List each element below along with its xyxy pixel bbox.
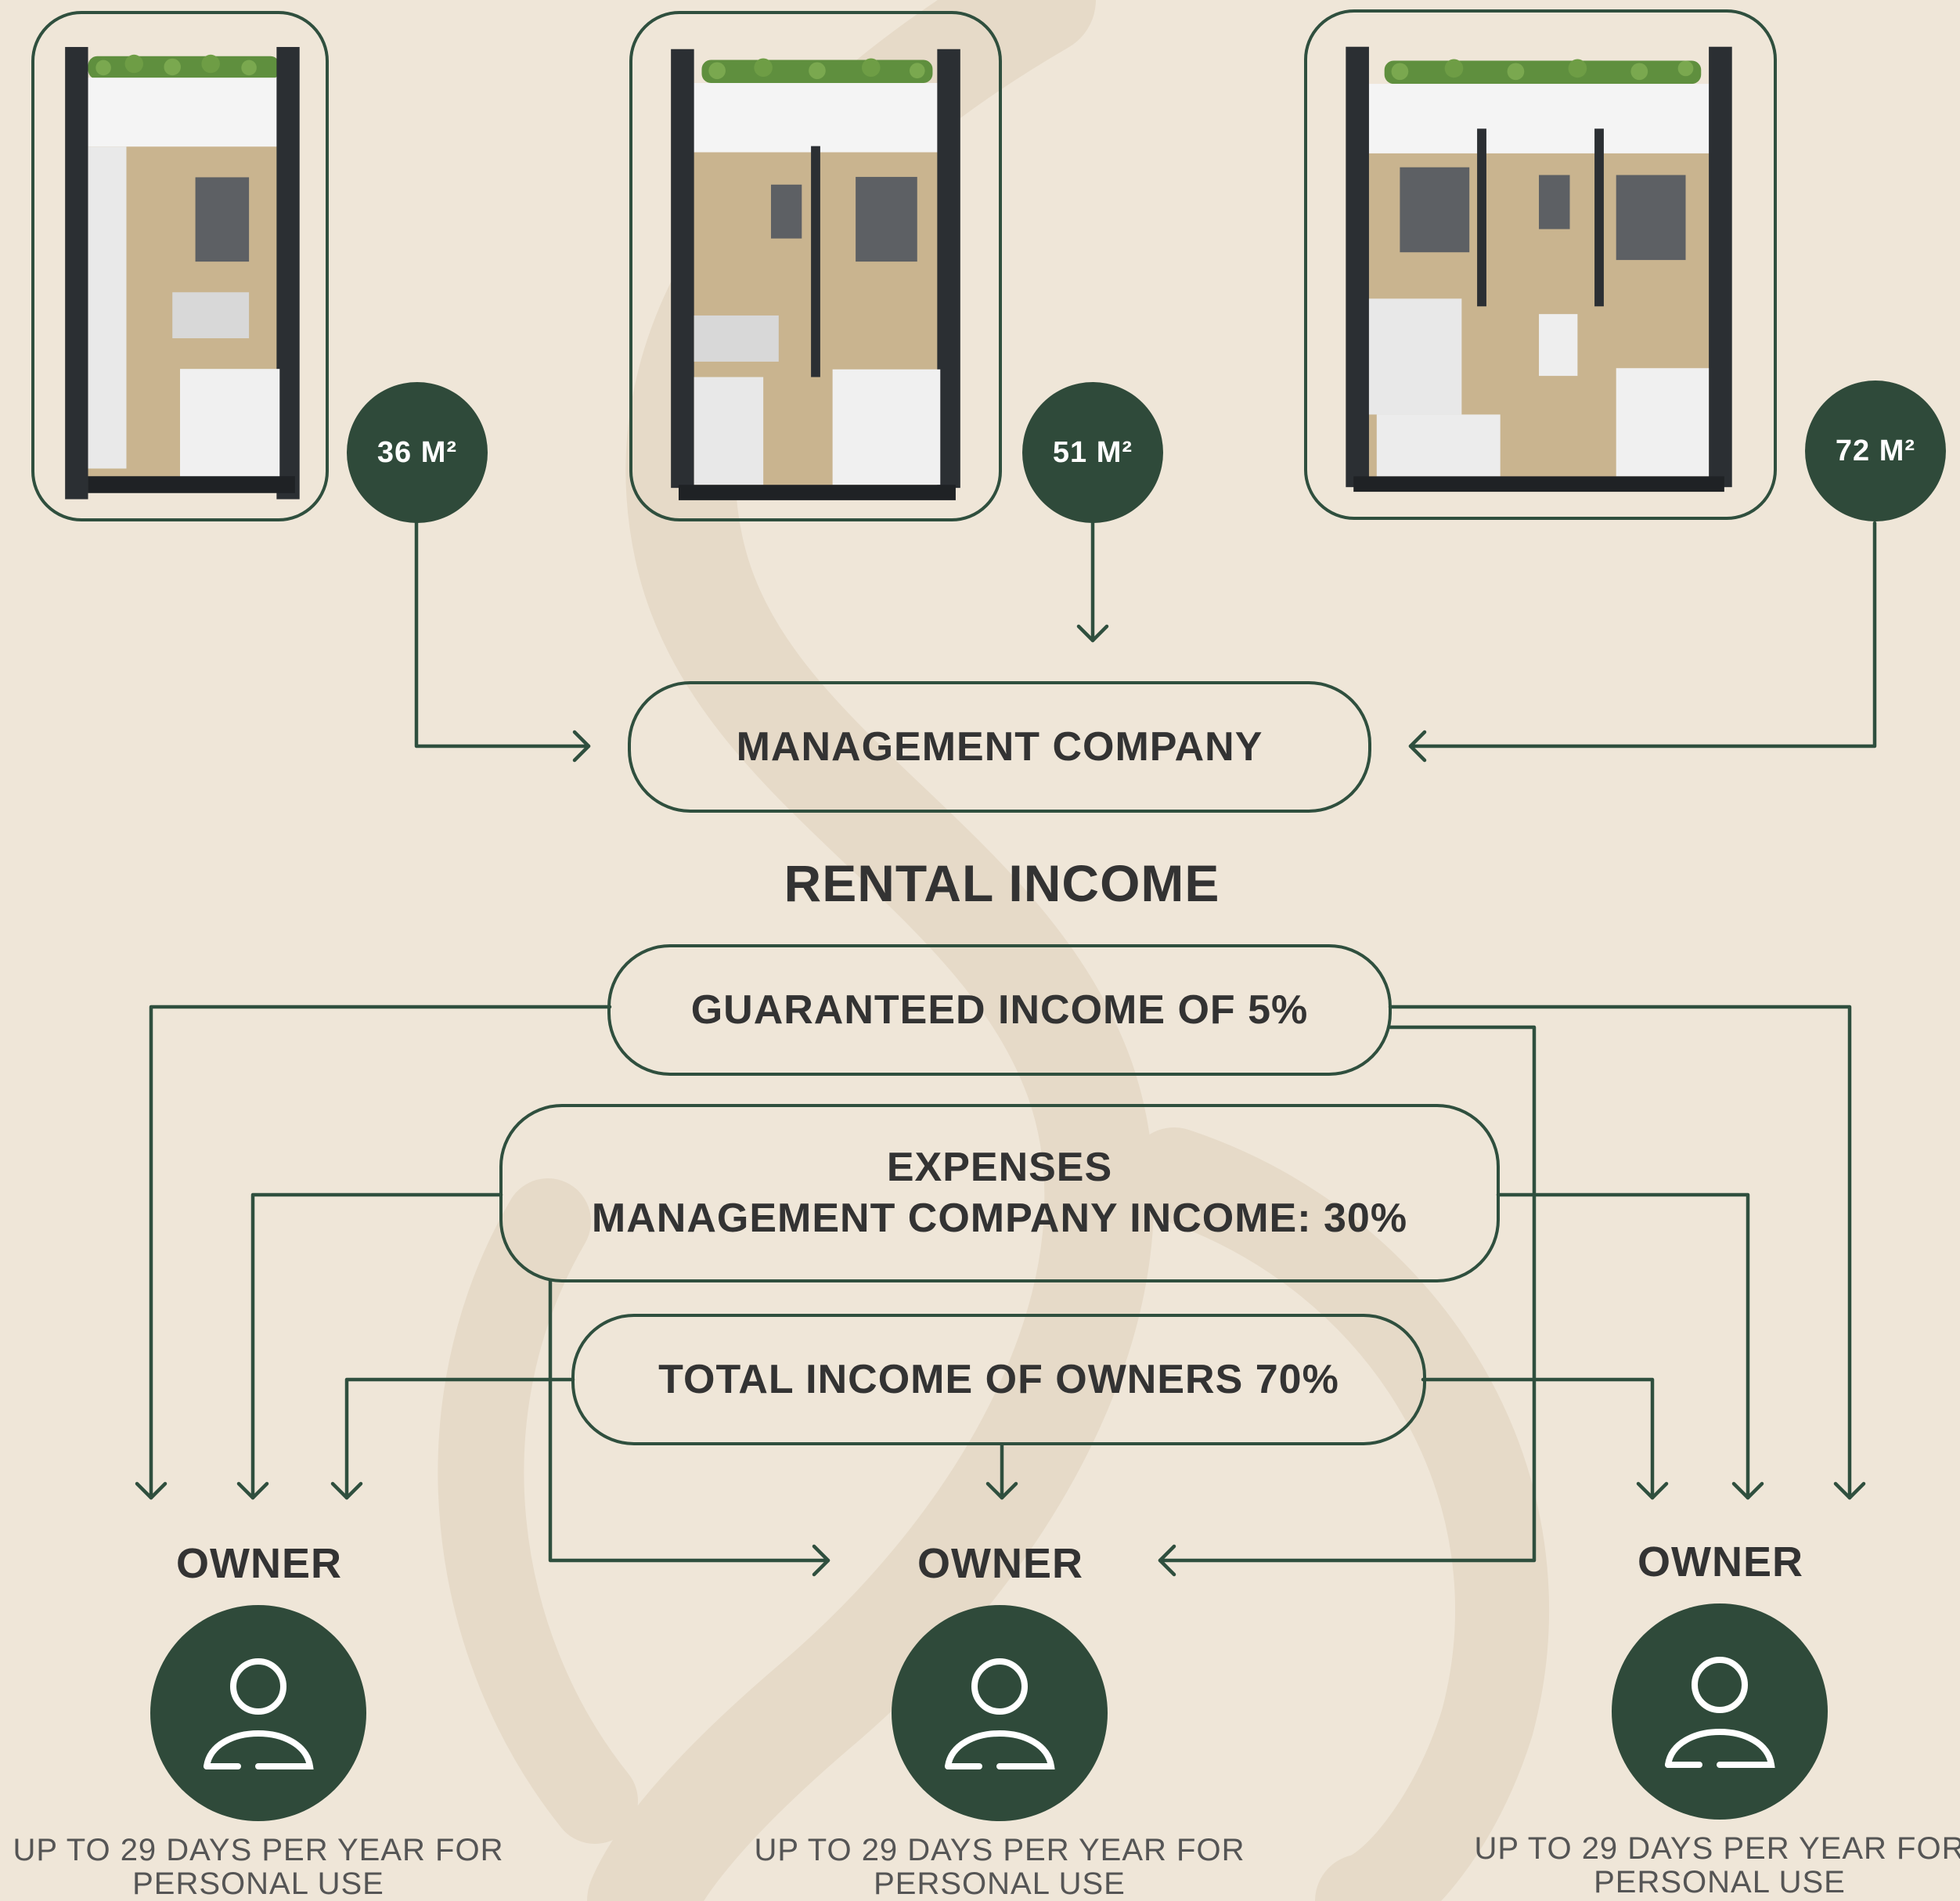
owner-caption-line1-3: UP TO 29 DAYS PER YEAR FOR	[1474, 1831, 1960, 1866]
management-company-income-label: MANAGEMENT COMPANY INCOME: 30%	[591, 1196, 1408, 1241]
expenses-label: EXPENSES	[886, 1145, 1113, 1190]
owner-caption-line1-1: UP TO 29 DAYS PER YEAR FOR	[13, 1833, 504, 1867]
user-icon	[1665, 1657, 1775, 1768]
floor-plan-card-2	[629, 11, 1002, 521]
unit-area-label-3: 72 M²	[1835, 434, 1916, 467]
owner-caption-line1-2: UP TO 29 DAYS PER YEAR FOR	[754, 1833, 1245, 1867]
owner-avatar-1	[150, 1605, 366, 1821]
expenses-box: EXPENSES MANAGEMENT COMPANY INCOME: 30%	[499, 1104, 1500, 1282]
unit-area-badge-2: 51 M²	[1022, 382, 1163, 523]
user-icon	[945, 1658, 1055, 1769]
owner-avatar-2	[892, 1605, 1108, 1821]
owner-caption-line2-3: PERSONAL USE	[1594, 1865, 1846, 1900]
rental-income-heading: RENTAL INCOME	[689, 853, 1315, 913]
owner-caption-2: UP TO 29 DAYS PER YEAR FOR PERSONAL USE	[749, 1833, 1250, 1901]
owner-caption-3: UP TO 29 DAYS PER YEAR FOR PERSONAL USE	[1469, 1831, 1960, 1900]
unit-area-label-2: 51 M²	[1052, 435, 1133, 469]
rental-income-label: RENTAL INCOME	[784, 854, 1220, 912]
owner-title-1: OWNER	[176, 1540, 342, 1587]
floor-plan-studio-icon	[65, 47, 300, 500]
floor-plan-one-bedroom-icon	[671, 49, 960, 500]
floor-plan-card-3	[1304, 9, 1777, 520]
unit-area-badge-1: 36 M²	[347, 382, 488, 523]
guaranteed-income-box: GUARANTEED INCOME OF 5%	[607, 944, 1392, 1076]
owner-avatar-3	[1612, 1603, 1828, 1820]
owners-income-box: TOTAL INCOME OF OWNERS 70%	[571, 1314, 1426, 1445]
owner-caption-line2-2: PERSONAL USE	[874, 1867, 1126, 1901]
user-icon	[204, 1658, 314, 1769]
owners-income-label: TOTAL INCOME OF OWNERS 70%	[658, 1356, 1339, 1402]
floor-plan-two-bedroom-icon	[1346, 46, 1732, 492]
guaranteed-income-label: GUARANTEED INCOME OF 5%	[690, 987, 1309, 1033]
owner-title-3: OWNER	[1638, 1538, 1803, 1585]
unit-area-badge-3: 72 M²	[1805, 381, 1946, 521]
management-company-label: MANAGEMENT COMPANY	[736, 723, 1263, 770]
owner-caption-1: UP TO 29 DAYS PER YEAR FOR PERSONAL USE	[8, 1833, 509, 1901]
floor-plan-card-1	[31, 11, 329, 521]
owner-title-2: OWNER	[917, 1540, 1083, 1587]
unit-area-label-1: 36 M²	[377, 435, 458, 469]
management-company-box: MANAGEMENT COMPANY	[628, 681, 1371, 813]
owner-caption-line2-1: PERSONAL USE	[132, 1867, 384, 1901]
